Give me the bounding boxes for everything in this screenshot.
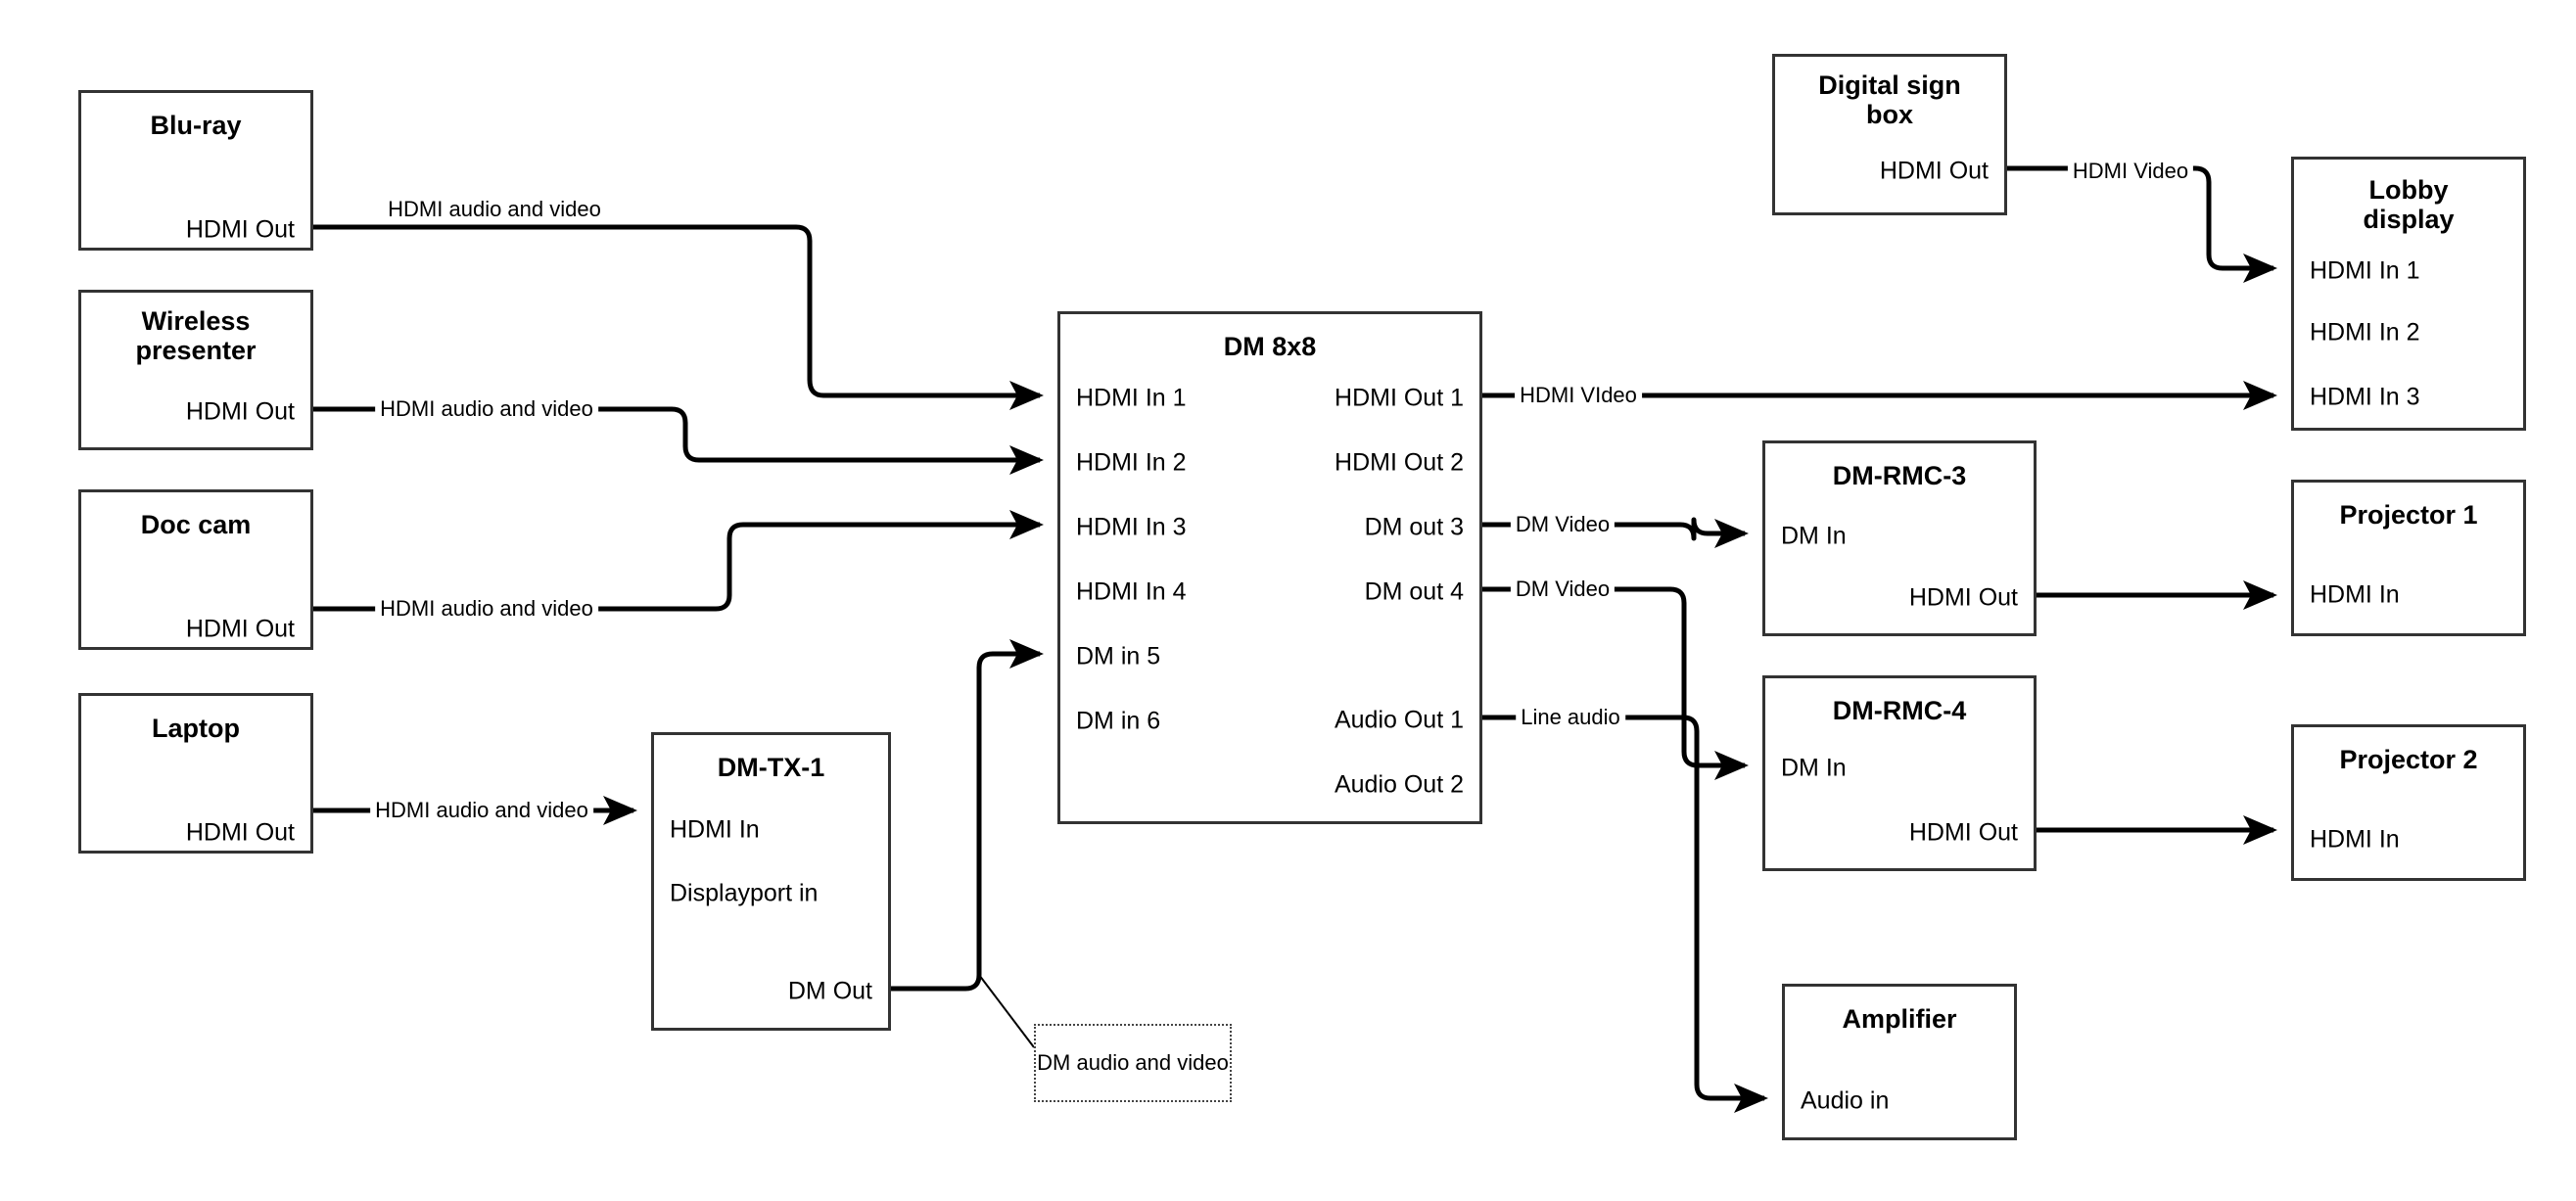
port-dm-8x8-9[interactable]: DM out 4 [1364, 577, 1464, 606]
port-projector-1-0[interactable]: HDMI In [2310, 580, 2400, 609]
node-dm-rmc-3[interactable]: DM-RMC-3 DM In HDMI Out [1762, 440, 2037, 636]
port-lobby-display-2[interactable]: HDMI In 3 [2310, 383, 2420, 411]
wire-bluray-to-hdmi-in-1 [313, 224, 1045, 410]
port-dm-8x8-6[interactable]: HDMI Out 1 [1335, 384, 1464, 412]
port-dm-rmc-3-1[interactable]: HDMI Out [1908, 583, 2018, 612]
edge-label-dmout3-to-rmc3: DM Video [1510, 514, 1616, 535]
port-dm-8x8-5[interactable]: DM in 6 [1076, 707, 1161, 735]
edge-label-wireless-to-dm: HDMI audio and video [375, 398, 598, 420]
node-title-projector-1: Projector 1 [2339, 500, 2478, 530]
node-dm-rmc-4[interactable]: DM-RMC-4 DM In HDMI Out [1762, 675, 2037, 871]
edge-label-laptop-to-tx: HDMI audio and video [370, 800, 593, 821]
port-dm-8x8-1[interactable]: HDMI In 2 [1076, 448, 1187, 477]
port-dm-rmc-3-0[interactable]: DM In [1781, 522, 1847, 550]
edge-label-audio1-to-amp: Line audio [1516, 707, 1625, 728]
port-lobby-display-1[interactable]: HDMI In 2 [2310, 318, 2420, 346]
node-projector-1[interactable]: Projector 1 HDMI In [2291, 480, 2526, 636]
edge-label-dmout4-to-rmc4: DM Video [1510, 578, 1616, 600]
node-title-bluray: Blu-ray [150, 111, 242, 140]
node-title-amplifier: Amplifier [1842, 1004, 1957, 1034]
port-dm-8x8-3[interactable]: HDMI In 4 [1076, 577, 1187, 606]
edge-label-dmout1-to-lobby: HDMI VIdeo [1515, 385, 1642, 406]
port-dm-8x8-7[interactable]: HDMI Out 2 [1335, 448, 1464, 477]
node-projector-2[interactable]: Projector 2 HDMI In [2291, 724, 2526, 881]
port-dm-8x8-4[interactable]: DM in 5 [1076, 642, 1161, 670]
port-dm-8x8-10[interactable]: Audio Out 1 [1334, 706, 1464, 734]
node-title-lobby-display: Lobby display [2363, 175, 2455, 235]
edge-label-sign-to-lobby: HDMI Video [2067, 161, 2194, 182]
port-laptop-0[interactable]: HDMI Out [185, 818, 295, 847]
port-lobby-display-0[interactable]: HDMI In 1 [2310, 256, 2420, 285]
port-dm-8x8-2[interactable]: HDMI In 3 [1076, 513, 1187, 541]
callout-note: DM audio and video [1034, 1024, 1232, 1102]
node-title-dm-rmc-3: DM-RMC-3 [1832, 461, 1967, 490]
port-digital-sign-box-0[interactable]: HDMI Out [1879, 157, 1989, 185]
node-title-doc-cam: Doc cam [140, 510, 252, 539]
port-bluray-0[interactable]: HDMI Out [185, 215, 295, 244]
wire-note-leader [978, 974, 1035, 1048]
port-dm-8x8-0[interactable]: HDMI In 1 [1076, 384, 1187, 412]
edge-label-bluray-to-dm: HDMI audio and video [383, 199, 606, 220]
wire-sign-to-lobby-hdmi-in-1 [2007, 165, 2278, 283]
node-title-dm-8x8: DM 8x8 [1223, 332, 1317, 361]
node-title-laptop: Laptop [152, 714, 240, 743]
node-title-digital-sign-box: Digital sign box [1818, 70, 1961, 130]
port-wireless-presenter-0[interactable]: HDMI Out [185, 397, 295, 426]
node-title-dm-rmc-4: DM-RMC-4 [1832, 696, 1967, 725]
node-title-projector-2: Projector 2 [2339, 745, 2478, 774]
edge-label-doccam-to-dm: HDMI audio and video [375, 598, 598, 620]
node-title-wireless-presenter: Wireless presenter [135, 306, 257, 366]
port-dm-tx-1-1[interactable]: Displayport in [670, 879, 819, 907]
wire-dmout4-to-rmc4 [1482, 586, 1750, 780]
port-dm-8x8-11[interactable]: Audio Out 2 [1334, 770, 1464, 799]
node-title-dm-tx-1: DM-TX-1 [717, 753, 825, 782]
port-dm-8x8-8[interactable]: DM out 3 [1364, 513, 1464, 541]
port-projector-2-0[interactable]: HDMI In [2310, 825, 2400, 854]
port-amplifier-0[interactable]: Audio in [1801, 1086, 1890, 1115]
port-dm-tx-1-2[interactable]: DM Out [787, 977, 872, 1005]
port-doc-cam-0[interactable]: HDMI Out [185, 615, 295, 643]
wire-audio1-to-amp [1482, 715, 1769, 1113]
wire-tx-to-dm-in-5 [891, 639, 1045, 992]
port-dm-rmc-4-0[interactable]: DM In [1781, 754, 1847, 782]
port-dm-rmc-4-1[interactable]: HDMI Out [1908, 818, 2018, 847]
port-dm-tx-1-0[interactable]: HDMI In [670, 815, 760, 844]
